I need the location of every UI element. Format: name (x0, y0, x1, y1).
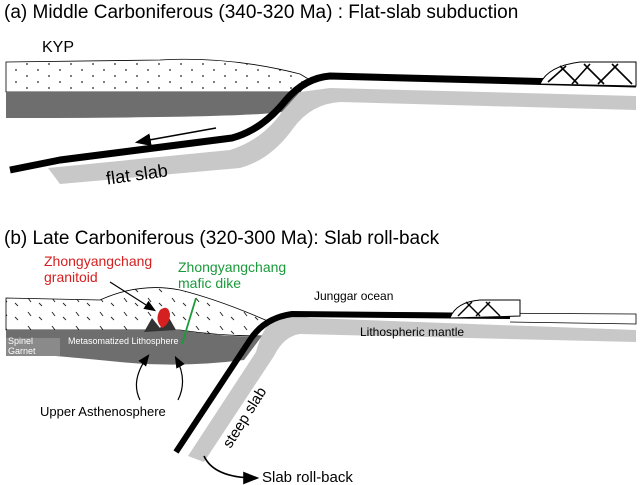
kyp-label: KYP (42, 39, 74, 56)
panel-a-title: (a) Middle Carboniferous (340-320 Ma) : … (4, 2, 518, 23)
garnet-label: Garnet (8, 346, 36, 356)
metasomatized-label: Metasomatized Lithosphere (68, 336, 179, 346)
panel-a: (a) Middle Carboniferous (340-320 Ma) : … (4, 2, 637, 189)
lithospheric-mantle-dark (6, 92, 300, 118)
accretionary-wedge-b (449, 299, 521, 319)
oceanic-mantle (48, 88, 636, 184)
upwelling-arrow-right (174, 355, 185, 401)
flat-slab-line (9, 72, 637, 174)
spinel-garnet-band (6, 338, 60, 356)
spinel-label: Spinel (8, 336, 33, 346)
granitoid-label-2: granitoid (44, 269, 98, 285)
rollback-arrow (203, 455, 260, 485)
wedge-crosses-b (457, 301, 501, 317)
slab-motion-arrow (134, 127, 217, 147)
granitoid-pointer (109, 281, 157, 312)
asthenosphere-label: Upper Asthenosphere (40, 404, 166, 419)
lithospheric-mantle-label: Lithospheric mantle (360, 325, 464, 339)
panel-b: (b) Late Carboniferous (320-300 Ma): Sla… (4, 228, 637, 485)
steep-slab-line (173, 311, 511, 454)
granitoid-label-1: Zhongyangchang (44, 253, 152, 269)
granitoid-body (157, 307, 170, 328)
continental-crust (5, 58, 311, 93)
dike-label-1: Zhongyangchang (178, 259, 286, 275)
upwelling-arrow-left (135, 354, 150, 401)
metasomatized-lithosphere (6, 330, 262, 365)
dike-label-2: mafic dike (178, 275, 241, 291)
steep-slab-mantle (188, 315, 636, 462)
mafic-dike (181, 297, 197, 345)
wedge-crosses (547, 63, 633, 85)
junggar-ocean-label: Junggar ocean (314, 289, 393, 303)
panel-b-title: (b) Late Carboniferous (320-300 Ma): Sla… (4, 228, 440, 249)
rollback-label: Slab roll-back (262, 469, 353, 485)
upper-crust (5, 287, 271, 337)
